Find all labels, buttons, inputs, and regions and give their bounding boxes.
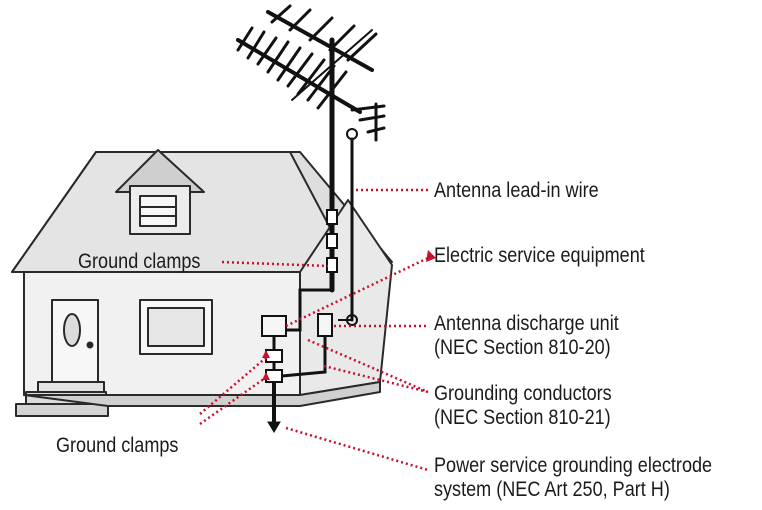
- electric-service-box: [261, 315, 287, 337]
- house: [11, 149, 393, 417]
- ground-clamp-b: [265, 369, 283, 383]
- leader-ground-clamps-lower-2: [199, 374, 269, 426]
- dormer-window: [139, 195, 177, 227]
- mast-clamp-2: [326, 233, 338, 249]
- label-electric-service-equipment: Electric service equipment: [434, 244, 645, 267]
- grounding-assembly: [261, 313, 352, 433]
- discharge-unit: [317, 313, 333, 337]
- antenna-boom-2: [266, 10, 374, 72]
- antenna: [236, 4, 386, 332]
- label-antenna-lead-in: Antenna lead-in wire: [434, 179, 599, 202]
- label-grounding-conductors: Grounding conductors: [434, 382, 612, 405]
- mast-clamp-1: [326, 209, 338, 225]
- label-discharge-unit: Antenna discharge unit: [434, 312, 619, 335]
- label-ground-clamps-lower: Ground clamps: [56, 434, 179, 457]
- conductor-b: [281, 336, 327, 378]
- label-grounding-conductors-nec: (NEC Section 810-21): [434, 406, 611, 429]
- leader-electric-service: [285, 256, 429, 328]
- step-3: [15, 403, 109, 417]
- label-electrode-system-nec: system (NEC Art 250, Part H): [434, 478, 670, 501]
- label-ground-clamps-upper: Ground clamps: [78, 250, 201, 273]
- leader-electrode: [285, 426, 429, 472]
- antenna-boom-1: [236, 38, 362, 114]
- mast-clamp-3: [326, 257, 338, 273]
- leader-grounding-1: [307, 338, 429, 394]
- step-1: [37, 381, 105, 393]
- electrode-tip: [267, 421, 281, 433]
- door-window: [63, 313, 81, 347]
- leader-lines: [199, 188, 429, 472]
- label-electrode-system: Power service grounding electrode: [434, 454, 713, 477]
- label-discharge-unit-nec: (NEC Section 810-20): [434, 336, 611, 359]
- mast-ground-wire: [282, 288, 334, 332]
- foundation: [23, 381, 381, 407]
